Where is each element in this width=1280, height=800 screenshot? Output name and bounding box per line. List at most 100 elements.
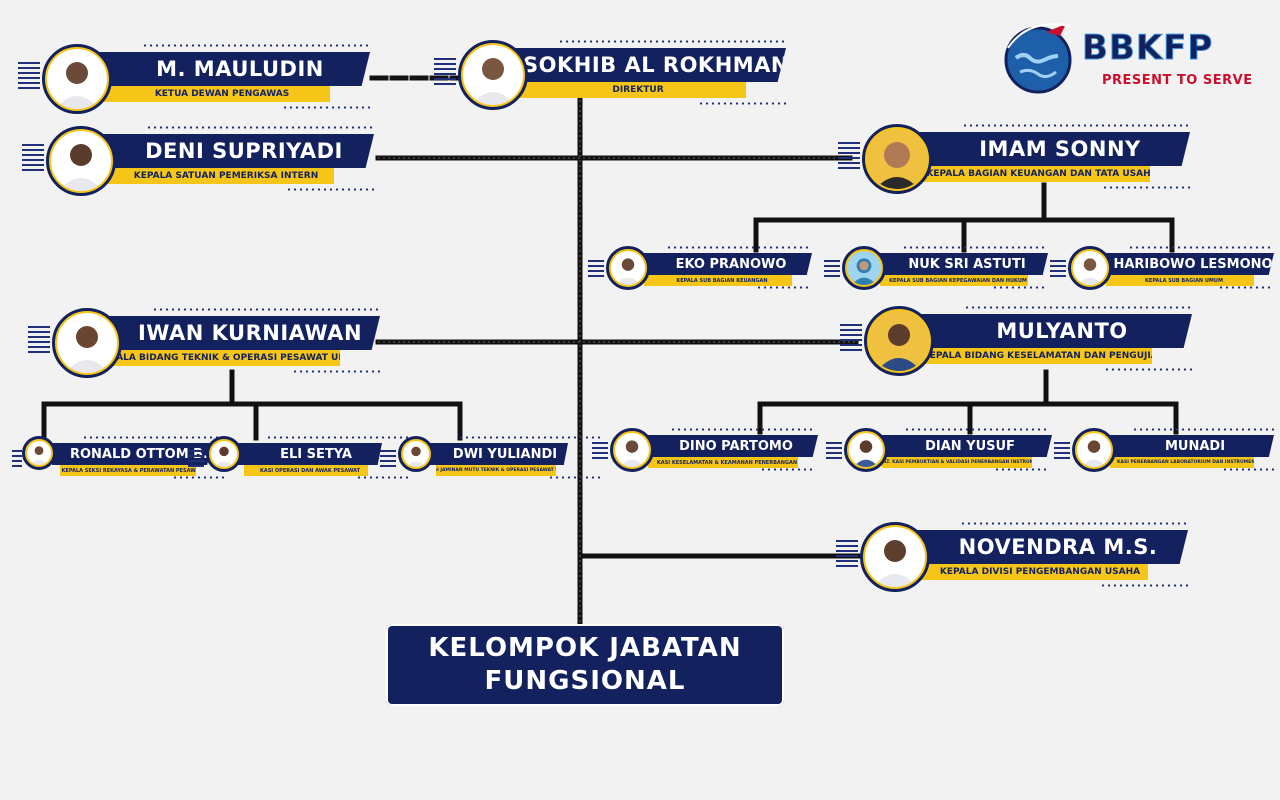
decor-dots xyxy=(152,308,382,311)
person-role: KETUA DEWAN PENGAWAS xyxy=(102,86,330,102)
person-role: KEPALA SATUAN PEMERIKSA INTERN xyxy=(106,168,334,184)
decor-dots xyxy=(1128,246,1274,249)
person-role: KASI JAMINAN MUTU TEKNIK & OPERASI PESAW… xyxy=(436,465,556,476)
person-name: HARIBOWO LESMONO xyxy=(1098,253,1274,275)
avatar xyxy=(1072,428,1116,472)
decor-dots xyxy=(1104,368,1194,371)
bbkfp-logo: BBKFP PRESENT TO SERVE xyxy=(1000,18,1262,98)
decor-dots xyxy=(1100,584,1190,587)
avatar xyxy=(606,246,650,290)
person-role: DIREKTUR xyxy=(518,82,746,98)
avatar xyxy=(458,40,528,110)
decor-stripes xyxy=(826,442,842,460)
person-name: EKO PRANOWO xyxy=(636,253,812,275)
decor-dots xyxy=(1132,428,1278,431)
person-role: KASI OPERASI DAN AWAK PESAWAT xyxy=(244,465,368,476)
decor-dots xyxy=(142,44,372,47)
person-role: KASI KESELAMATAN & KEAMANAN PENERBANGAN xyxy=(648,457,798,468)
decor-stripes xyxy=(840,324,862,352)
person-role: KEPALA DIVISI PENGEMBANGAN USAHA xyxy=(920,564,1148,580)
decor-dots xyxy=(760,468,816,471)
person-role: KEPALA SUB BAGIAN KEUANGAN xyxy=(644,275,792,286)
person-name: RONALD OTTOM B. xyxy=(52,443,212,465)
decor-dots xyxy=(292,370,382,373)
decor-stripes xyxy=(434,58,456,86)
decor-dots xyxy=(756,286,812,289)
logo-brand-text: BBKFP xyxy=(1081,28,1214,69)
person-name: SOKHIB AL ROKHMAN xyxy=(506,48,786,82)
decor-dots xyxy=(172,476,228,479)
decor-stripes xyxy=(188,450,204,468)
avatar xyxy=(860,522,930,592)
person-name: MULYANTO xyxy=(912,314,1192,348)
avatar xyxy=(42,44,112,114)
avatar xyxy=(610,428,654,472)
person-role: KEPALA SEKSI REKAYASA & PERAWATAN PESAWA… xyxy=(60,465,196,476)
decor-dots xyxy=(962,124,1192,127)
decor-dots xyxy=(282,106,372,109)
decor-dots xyxy=(286,188,376,191)
decor-stripes xyxy=(1050,260,1066,278)
functional-line-1: KELOMPOK JABATAN xyxy=(428,633,742,663)
decor-dots xyxy=(670,428,816,431)
decor-dots xyxy=(902,246,1048,249)
avatar xyxy=(52,308,122,378)
person-role: PLT. KASI PEMBUKTIAN & VALIDASI PENERBAN… xyxy=(882,457,1032,468)
decor-dots xyxy=(904,428,1050,431)
person-name: MUNADI xyxy=(1102,435,1274,457)
decor-dots xyxy=(994,468,1050,471)
decor-dots xyxy=(548,476,604,479)
decor-stripes xyxy=(592,442,608,460)
decor-stripes xyxy=(12,450,22,468)
functional-line-2: FUNGSIONAL xyxy=(484,666,686,696)
decor-stripes xyxy=(380,450,396,468)
avatar xyxy=(46,126,116,196)
decor-dots xyxy=(558,40,788,43)
person-name: DIAN YUSUF xyxy=(874,435,1052,457)
decor-dots xyxy=(356,476,412,479)
decor-dots xyxy=(458,436,604,439)
person-name: DENI SUPRIYADI xyxy=(94,134,374,168)
decor-dots xyxy=(992,286,1048,289)
decor-dots xyxy=(666,246,812,249)
logo-tagline: PRESENT TO SERVE xyxy=(1102,73,1253,88)
decor-stripes xyxy=(22,144,44,172)
person-role: KEPALA SUB BAGIAN UMUM xyxy=(1106,275,1254,286)
decor-dots xyxy=(1222,468,1278,471)
decor-dots xyxy=(698,102,788,105)
decor-dots xyxy=(146,126,376,129)
avatar xyxy=(22,436,56,470)
person-name: NUK SRI ASTUTI xyxy=(872,253,1048,275)
person-role: KEPALA BIDANG KESELAMATAN DAN PENGUJIAN xyxy=(924,348,1152,364)
person-role: KEPALA BIDANG TEKNIK & OPERASI PESAWAT U… xyxy=(112,350,340,366)
person-name: DWI YULIANDI xyxy=(428,443,568,465)
decor-stripes xyxy=(1054,442,1070,460)
functional-group-box: KELOMPOK JABATAN FUNGSIONAL xyxy=(386,624,784,706)
avatar xyxy=(206,436,242,472)
decor-dots xyxy=(1218,286,1274,289)
decor-dots xyxy=(960,522,1190,525)
avatar xyxy=(842,246,886,290)
person-name: ELI SETYA xyxy=(236,443,382,465)
avatar xyxy=(862,124,932,194)
avatar xyxy=(398,436,434,472)
decor-dots xyxy=(1102,186,1192,189)
decor-dots xyxy=(82,436,228,439)
person-name: IWAN KURNIAWAN xyxy=(100,316,380,350)
person-name: M. MAULUDIN xyxy=(90,52,370,86)
avatar xyxy=(844,428,888,472)
avatar xyxy=(1068,246,1112,290)
decor-dots xyxy=(964,306,1194,309)
person-role: KEPALA BAGIAN KEUANGAN DAN TATA USAHA xyxy=(922,166,1150,182)
person-name: DINO PARTOMO xyxy=(640,435,818,457)
decor-stripes xyxy=(836,540,858,568)
person-name: IMAM SONNY xyxy=(910,132,1190,166)
decor-stripes xyxy=(18,62,40,90)
decor-stripes xyxy=(838,142,860,170)
person-role: KEPALA SUB BAGIAN KEPEGAWAIAN DAN HUKUM xyxy=(880,275,1028,286)
avatar xyxy=(864,306,934,376)
decor-stripes xyxy=(28,326,50,354)
decor-stripes xyxy=(824,260,840,278)
decor-stripes xyxy=(588,260,604,278)
